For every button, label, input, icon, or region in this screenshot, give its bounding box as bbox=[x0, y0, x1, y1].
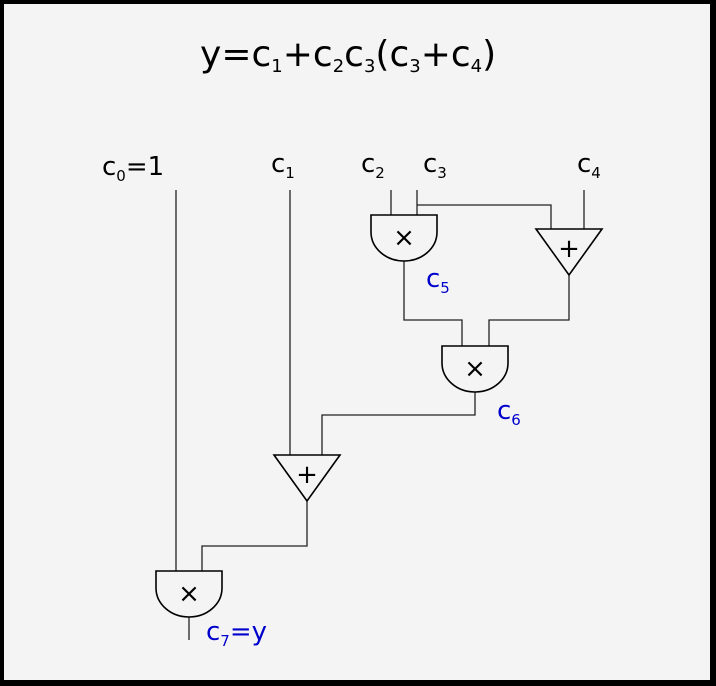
formula-c3: c bbox=[344, 34, 364, 75]
formula-equals: = bbox=[221, 34, 251, 75]
formula-c1-sub: 1 bbox=[271, 56, 282, 77]
input-label-c2: c2 bbox=[361, 149, 385, 182]
wire-c3-branch bbox=[417, 204, 552, 229]
multiply-gate-c5: × bbox=[370, 214, 438, 262]
input-label-c3: c3 bbox=[423, 149, 447, 182]
label-c6: c6 bbox=[497, 396, 521, 429]
wire-add-c1-output bbox=[201, 501, 308, 571]
label-c7-output: c7=y bbox=[206, 617, 267, 650]
multiply-symbol: × bbox=[393, 223, 415, 253]
input-label-c0: c0=1 bbox=[102, 152, 164, 185]
formula-plus: + bbox=[283, 34, 313, 75]
input-label-c1: c1 bbox=[271, 149, 295, 182]
formula-plus-2: + bbox=[421, 34, 451, 75]
add-gate-c1-c6: + bbox=[272, 454, 342, 503]
multiply-symbol: × bbox=[464, 354, 486, 384]
formula-y: y bbox=[200, 34, 221, 75]
label-c5: c5 bbox=[426, 264, 450, 297]
formula-c1: c bbox=[251, 34, 271, 75]
formula-c3b-sub: 3 bbox=[409, 56, 420, 77]
wire-add-output bbox=[488, 275, 570, 346]
multiply-gate-c6: × bbox=[441, 345, 509, 393]
wires bbox=[175, 190, 585, 640]
add-symbol: + bbox=[558, 234, 580, 264]
add-gate-c3-c4: + bbox=[534, 228, 604, 277]
formula-right-paren: ) bbox=[482, 34, 496, 75]
formula-c3b: c bbox=[389, 34, 409, 75]
multiply-symbol: × bbox=[178, 579, 200, 609]
formula-left-paren: ( bbox=[375, 34, 389, 75]
add-symbol: + bbox=[296, 460, 318, 490]
input-label-c4: c4 bbox=[577, 149, 601, 182]
formula-c2-sub: 2 bbox=[333, 56, 344, 77]
formula-c3-sub: 3 bbox=[364, 56, 375, 77]
formula-c4: c bbox=[451, 34, 471, 75]
formula-c2: c bbox=[313, 34, 333, 75]
wire-c6 bbox=[321, 392, 476, 455]
formula-title: y=c1+c2c3(c3+c4) bbox=[200, 34, 496, 77]
diagram-canvas bbox=[4, 4, 710, 680]
formula-c4-sub: 4 bbox=[471, 56, 482, 77]
multiply-gate-c7: × bbox=[155, 570, 223, 618]
wire-c5 bbox=[403, 261, 463, 346]
